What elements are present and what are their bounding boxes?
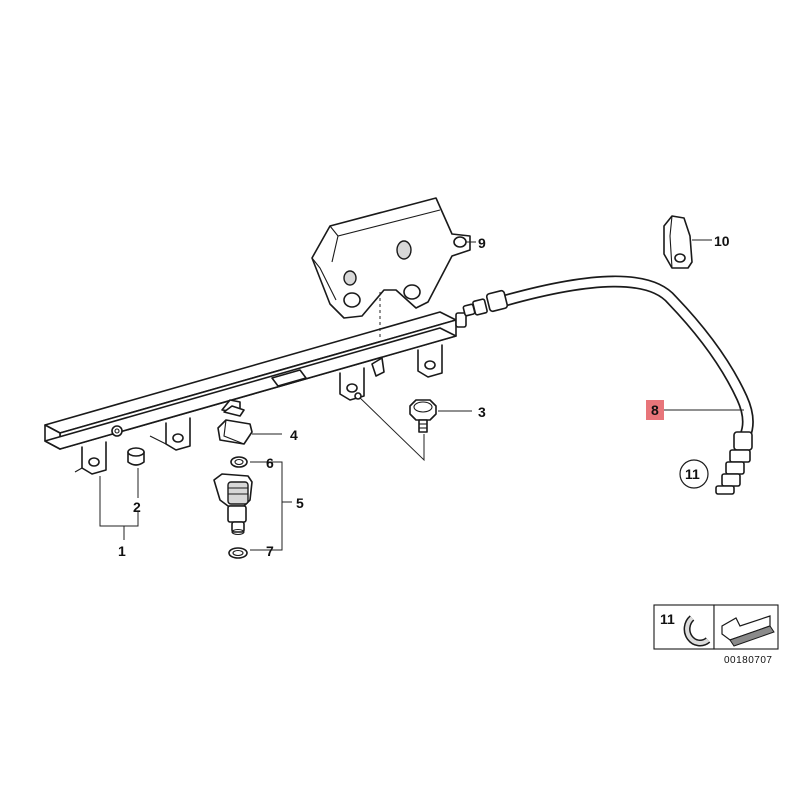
hose-bracket[interactable] xyxy=(663,215,693,269)
fuel-hose[interactable] xyxy=(462,275,754,495)
injector-cup xyxy=(339,367,365,401)
rail-cap[interactable] xyxy=(127,447,145,466)
legend-box: 11 00180707 xyxy=(653,604,779,666)
arrow-icon xyxy=(721,615,775,647)
injector-cup xyxy=(417,344,443,378)
callout-11: 11 xyxy=(685,466,700,482)
reference-number: 00180707 xyxy=(724,655,773,666)
callout-7: 7 xyxy=(266,543,274,559)
callout-4: 4 xyxy=(290,427,298,443)
injector-cup xyxy=(149,417,191,451)
callout-9: 9 xyxy=(478,235,486,251)
callout-1: 1 xyxy=(118,543,126,559)
injector-clip[interactable] xyxy=(217,405,253,445)
hose-clip-icon xyxy=(683,615,711,647)
fuel-injector[interactable] xyxy=(213,473,253,536)
legend-number: 11 xyxy=(660,611,675,627)
callout-2: 2 xyxy=(133,499,141,515)
callout-8: 8 xyxy=(651,402,659,418)
upper-o-ring[interactable] xyxy=(230,456,248,468)
fuel-rail[interactable] xyxy=(44,311,467,475)
callout-8-highlight: 8 xyxy=(646,400,664,420)
bolt[interactable] xyxy=(409,399,437,433)
callout-6: 6 xyxy=(266,455,274,471)
leader-lines xyxy=(99,239,744,551)
callout-10: 10 xyxy=(714,233,730,249)
callout-11-circled: 11 xyxy=(679,459,709,489)
rail-bracket[interactable] xyxy=(311,197,471,319)
callout-5: 5 xyxy=(296,495,304,511)
callout-3: 3 xyxy=(478,404,486,420)
lower-o-ring[interactable] xyxy=(228,547,248,559)
injector-cup xyxy=(74,441,107,475)
